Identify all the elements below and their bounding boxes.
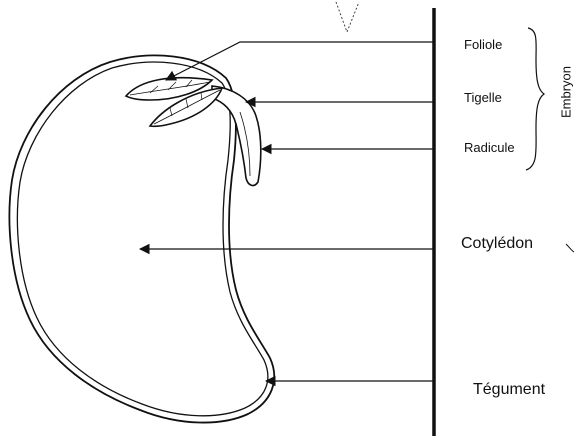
top-mark	[336, 2, 359, 32]
label-cotyledon: Cotylédon	[461, 236, 533, 252]
leader-foliole	[166, 42, 434, 80]
cotyledon-mark	[566, 244, 574, 252]
label-embryon: Embryon	[560, 66, 573, 118]
embryon-brace	[526, 28, 544, 170]
label-tigelle: Tigelle	[464, 91, 502, 104]
label-foliole: Foliole	[464, 38, 502, 51]
label-tegument: Tégument	[473, 382, 545, 398]
seed-inner-outline	[17, 62, 267, 416]
label-radicule: Radicule	[464, 141, 515, 154]
